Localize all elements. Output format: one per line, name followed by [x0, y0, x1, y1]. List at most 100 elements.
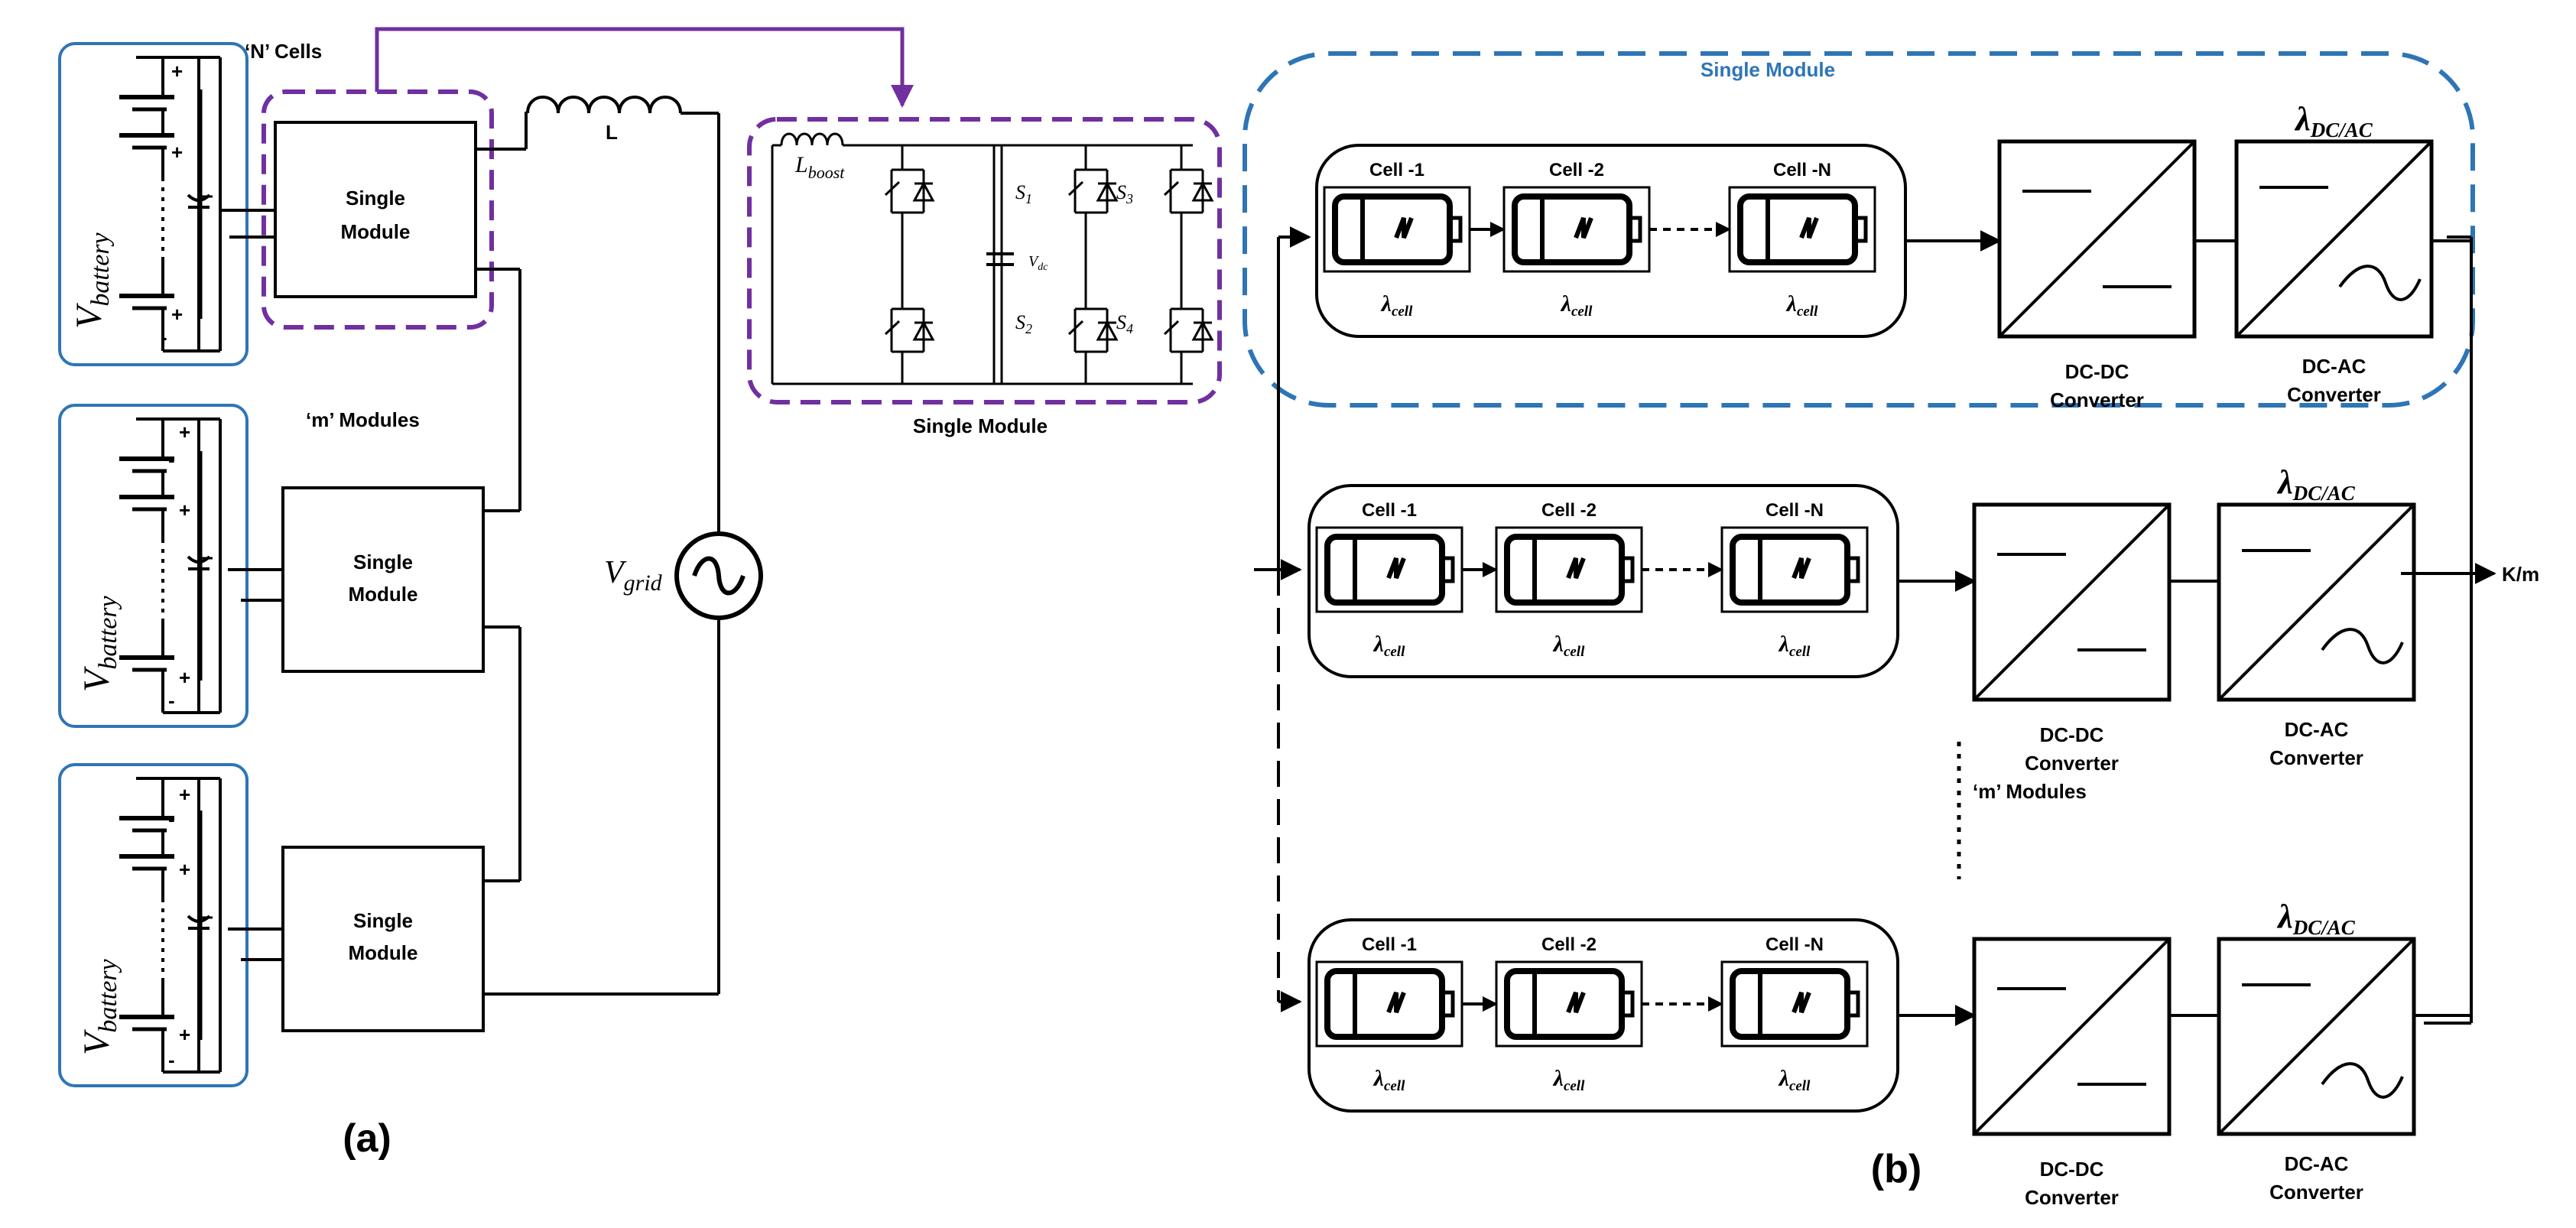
- dcac-converter: DC-AC Converter: [2217, 502, 2416, 769]
- svg-text:DC-DC: DC-DC: [2040, 1158, 2104, 1181]
- lambda-label: λcell: [1778, 632, 1811, 660]
- battery-cell-1: Cell -1 λcell: [1317, 500, 1462, 660]
- single-module-box-2: Single Module: [281, 486, 485, 673]
- zoom-arrow: [375, 27, 914, 108]
- s3-label: S3: [1116, 181, 1133, 206]
- series-wiring: [476, 96, 720, 996]
- dcac-converter: DC-AC Converter: [2217, 937, 2416, 1204]
- plus-sign: +: [171, 141, 183, 164]
- plus-sign: +: [171, 60, 183, 83]
- svg-text:Module: Module: [349, 583, 418, 606]
- svg-text:Converter: Converter: [2025, 1186, 2119, 1209]
- svg-text:Module: Module: [341, 220, 411, 243]
- output-bus: [2401, 236, 2496, 1025]
- minus-sign: -: [168, 689, 175, 712]
- lambda-label: λcell: [1372, 632, 1405, 660]
- v-battery-label: Vbattery: [69, 232, 115, 329]
- minus-sign: -: [168, 448, 175, 471]
- v-battery-label: Vbattery: [76, 958, 122, 1055]
- single-module-box-3: Single Module: [281, 846, 485, 1032]
- cell-label: Cell -N: [1766, 500, 1824, 521]
- v-dc-label: Vdc: [1028, 253, 1048, 273]
- plus-sign: +: [171, 303, 183, 326]
- minus-sign: -: [161, 85, 167, 108]
- battery-cell-3: Cell -N λcell: [1722, 500, 1867, 660]
- battery-cell-3: Cell -N λcell: [1722, 934, 1867, 1094]
- plus-sign: +: [179, 858, 190, 881]
- lambda-label: λcell: [1552, 1066, 1585, 1094]
- battery-cell-1: Cell -1 λcell: [1324, 160, 1470, 320]
- lambda-label: λcell: [1552, 632, 1585, 660]
- dcdc-converter: DC-DC Converter: [1972, 937, 2172, 1209]
- panel-b-label: (b): [1871, 1147, 1921, 1191]
- svg-text:Module: Module: [349, 941, 418, 964]
- svg-text:DC-DC: DC-DC: [2040, 723, 2104, 746]
- svg-text:Converter: Converter: [2050, 388, 2144, 411]
- plus-sign: +: [179, 1023, 190, 1046]
- svg-text:Single: Single: [346, 187, 405, 210]
- single-module-box-1: Single Module: [274, 121, 477, 298]
- cell-label: Cell -2: [1541, 934, 1597, 955]
- highlighted-module-outline: [261, 89, 494, 330]
- m-modules-label-a: ‘m’ Modules: [306, 408, 420, 431]
- svg-text:Single: Single: [353, 909, 413, 932]
- plus-sign: +: [179, 783, 190, 806]
- inductor-label: L: [606, 121, 618, 144]
- cell-label: Cell -N: [1766, 934, 1824, 955]
- panel-a-label: (a): [343, 1116, 391, 1161]
- n-cells-label: ‘N’ Cells: [245, 40, 322, 63]
- polarity-marks: + + + + + + + + + - - - - - -: [161, 60, 190, 1071]
- cell-label: Cell -1: [1362, 934, 1417, 955]
- v-battery-label: Vbattery: [76, 595, 122, 692]
- cell-label: Cell -2: [1549, 160, 1604, 180]
- minus-sign: -: [168, 1048, 175, 1071]
- single-module-highlight: [1243, 51, 2475, 408]
- cell-label: Cell -1: [1369, 160, 1424, 180]
- dcdc-converter: DC-DC Converter: [1972, 502, 2172, 775]
- battery-cell-2: Cell -2 λcell: [1496, 934, 1642, 1094]
- cell-label: Cell -2: [1541, 500, 1597, 521]
- battery-to-module-wires: [220, 209, 283, 961]
- svg-text:DC-AC: DC-AC: [2285, 718, 2349, 741]
- s2-label: S2: [1015, 311, 1032, 336]
- lambda-label: λcell: [1560, 291, 1593, 320]
- lambda-label: λcell: [1778, 1066, 1811, 1094]
- battery-cell-2: Cell -2 λcell: [1504, 160, 1649, 320]
- svg-text:Converter: Converter: [2269, 746, 2363, 769]
- plus-sign: +: [179, 666, 190, 689]
- svg-text:DC-AC: DC-AC: [2302, 355, 2366, 378]
- cell-label: Cell -N: [1773, 160, 1831, 180]
- lambda-label: λcell: [1380, 291, 1413, 320]
- input-bus: [1254, 226, 1311, 1012]
- battery-cell-2: Cell -2 λcell: [1496, 500, 1642, 660]
- km-label: K/m: [2502, 563, 2539, 586]
- module-schematic: [771, 132, 1213, 385]
- grid-source: [674, 531, 763, 620]
- panel-a: + + + + + + + + + - - - - - - Vbattery V…: [60, 27, 1222, 1161]
- v-grid-label: Vgrid: [604, 555, 663, 596]
- l-boost-label: Lboost: [794, 152, 845, 182]
- lambda-label: λcell: [1785, 291, 1818, 320]
- lambda-label: λDC/AC: [2294, 100, 2373, 141]
- module-row-1: Cell -1 λcell Cell -2 λcell Cell -N λcell DC-D…: [1315, 100, 2471, 411]
- lambda-label: λDC/AC: [2276, 463, 2356, 505]
- svg-text:Converter: Converter: [2269, 1181, 2363, 1204]
- svg-text:DC-AC: DC-AC: [2285, 1152, 2349, 1175]
- battery-cell-1: Cell -1 λcell: [1317, 934, 1462, 1094]
- svg-text:Converter: Converter: [2025, 752, 2119, 775]
- battery-cell-3: Cell -N λcell: [1730, 160, 1875, 320]
- plus-sign: +: [179, 421, 190, 443]
- cell-label: Cell -1: [1362, 500, 1417, 521]
- m-modules-label-b: ‘m’ Modules: [1973, 780, 2087, 803]
- minus-sign: -: [161, 326, 167, 349]
- lambda-label: λDC/AC: [2276, 898, 2356, 939]
- plus-sign: +: [179, 499, 190, 521]
- lambda-label: λcell: [1372, 1066, 1405, 1094]
- module-schematic-caption: Single Module: [913, 414, 1048, 437]
